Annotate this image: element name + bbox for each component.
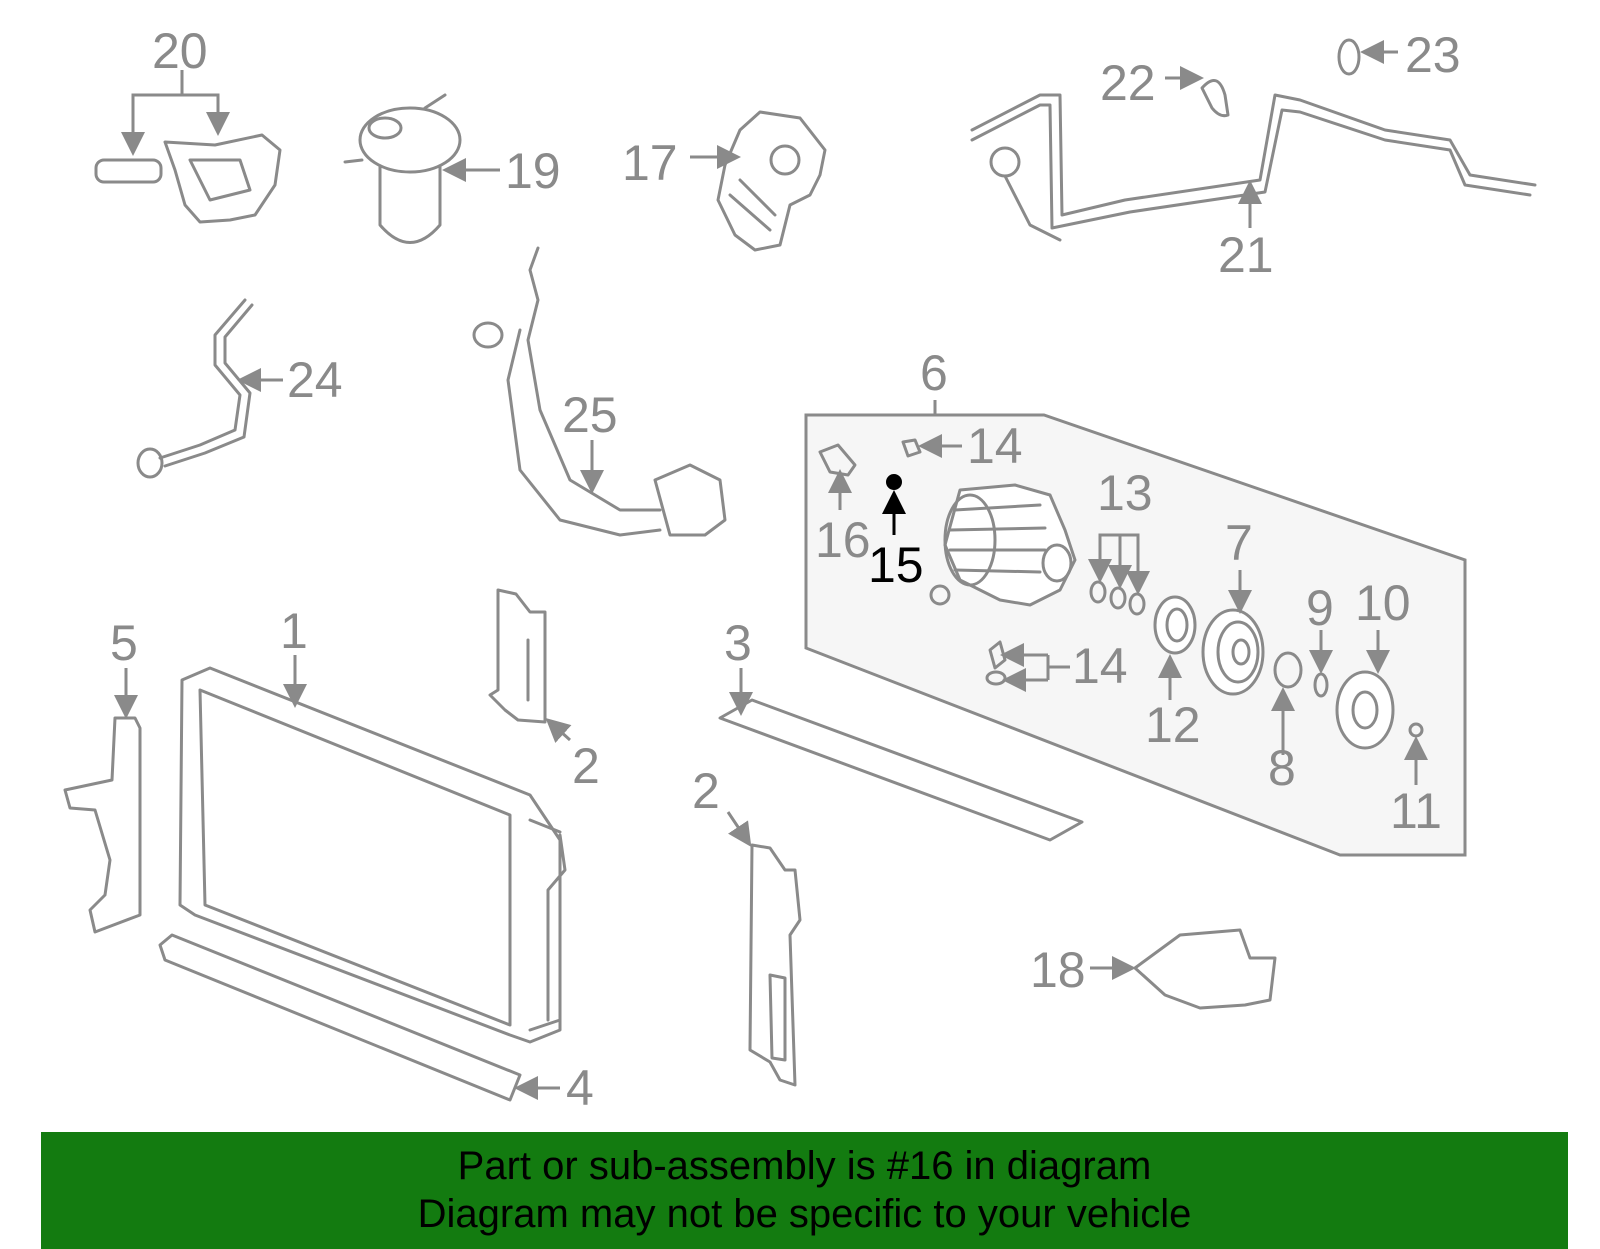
part-4-shape [158,933,560,1102]
part-26-shape [472,246,727,537]
part-9-shape [1309,630,1333,698]
part-20-shape [343,93,500,244]
callout-9: 9 [1306,580,1334,636]
part-1-shape [178,655,567,1044]
part-7-shape [1201,570,1265,696]
part-23-shape [1165,66,1230,118]
callout-14: 14 [1072,638,1128,694]
part-21-shape [94,70,282,224]
callout-13: 13 [1097,465,1153,521]
callout-8: 8 [1268,740,1296,796]
part-5-shape [63,668,142,934]
callout-19: 18 [1030,942,1086,998]
part-13-shape [1088,533,1150,616]
callout-16-highlighted: 15 [868,537,924,593]
part-18-shape [690,110,827,252]
callout-18: 17 [622,135,678,191]
callout-22: 21 [1218,227,1274,283]
callout-23: 22 [1100,55,1156,111]
callout-17: 16 [815,512,871,568]
callout-25: 24 [287,352,343,408]
part-15-shape [901,434,962,458]
part-19-shape [1090,928,1277,1010]
part-2-shape [488,588,572,743]
part-17-shape [818,443,857,510]
callout-26: 25 [562,387,618,443]
part-12-shape [1153,595,1197,700]
banner-line-2: Diagram may not be specific to your vehi… [417,1192,1192,1236]
part-22-shape [970,93,1537,242]
part-11-shape [1404,722,1428,785]
callout-24: 23 [1405,27,1461,83]
callout-1: 1 [280,603,308,659]
part-25-shape [136,298,283,479]
part-2b-shape [726,811,802,1087]
callout-20: 19 [505,143,561,199]
callout-3: 3 [724,615,752,671]
callout-2-lower: 2 [692,763,720,819]
part-10-shape [1335,630,1395,750]
part-16-shape [882,474,906,535]
banner-line-1: Part or sub-assembly is #16 in diagram [457,1144,1152,1188]
callout-7: 7 [1225,515,1253,571]
part-24-shape [1337,38,1398,76]
callout-6: 6 [920,345,948,401]
callout-2-upper: 2 [572,738,600,794]
part-14-shape [985,640,1070,692]
info-banner: Part or sub-assembly is #16 in diagram D… [41,1132,1568,1249]
callout-15: 14 [967,418,1023,474]
part-8-shape [1271,651,1303,755]
callout-11: 11 [1390,783,1442,839]
callout-4: 4 [566,1060,594,1116]
part-3-shape [718,668,1084,842]
callout-10: 10 [1355,575,1411,631]
callout-labels: 20 19 17 22 23 21 24 25 6 14 16 15 13 7 … [110,23,1461,1116]
callout-5: 5 [110,615,138,671]
callout-12: 12 [1145,697,1201,753]
callout-21: 20 [152,23,208,79]
compressor-shape [929,483,1077,607]
